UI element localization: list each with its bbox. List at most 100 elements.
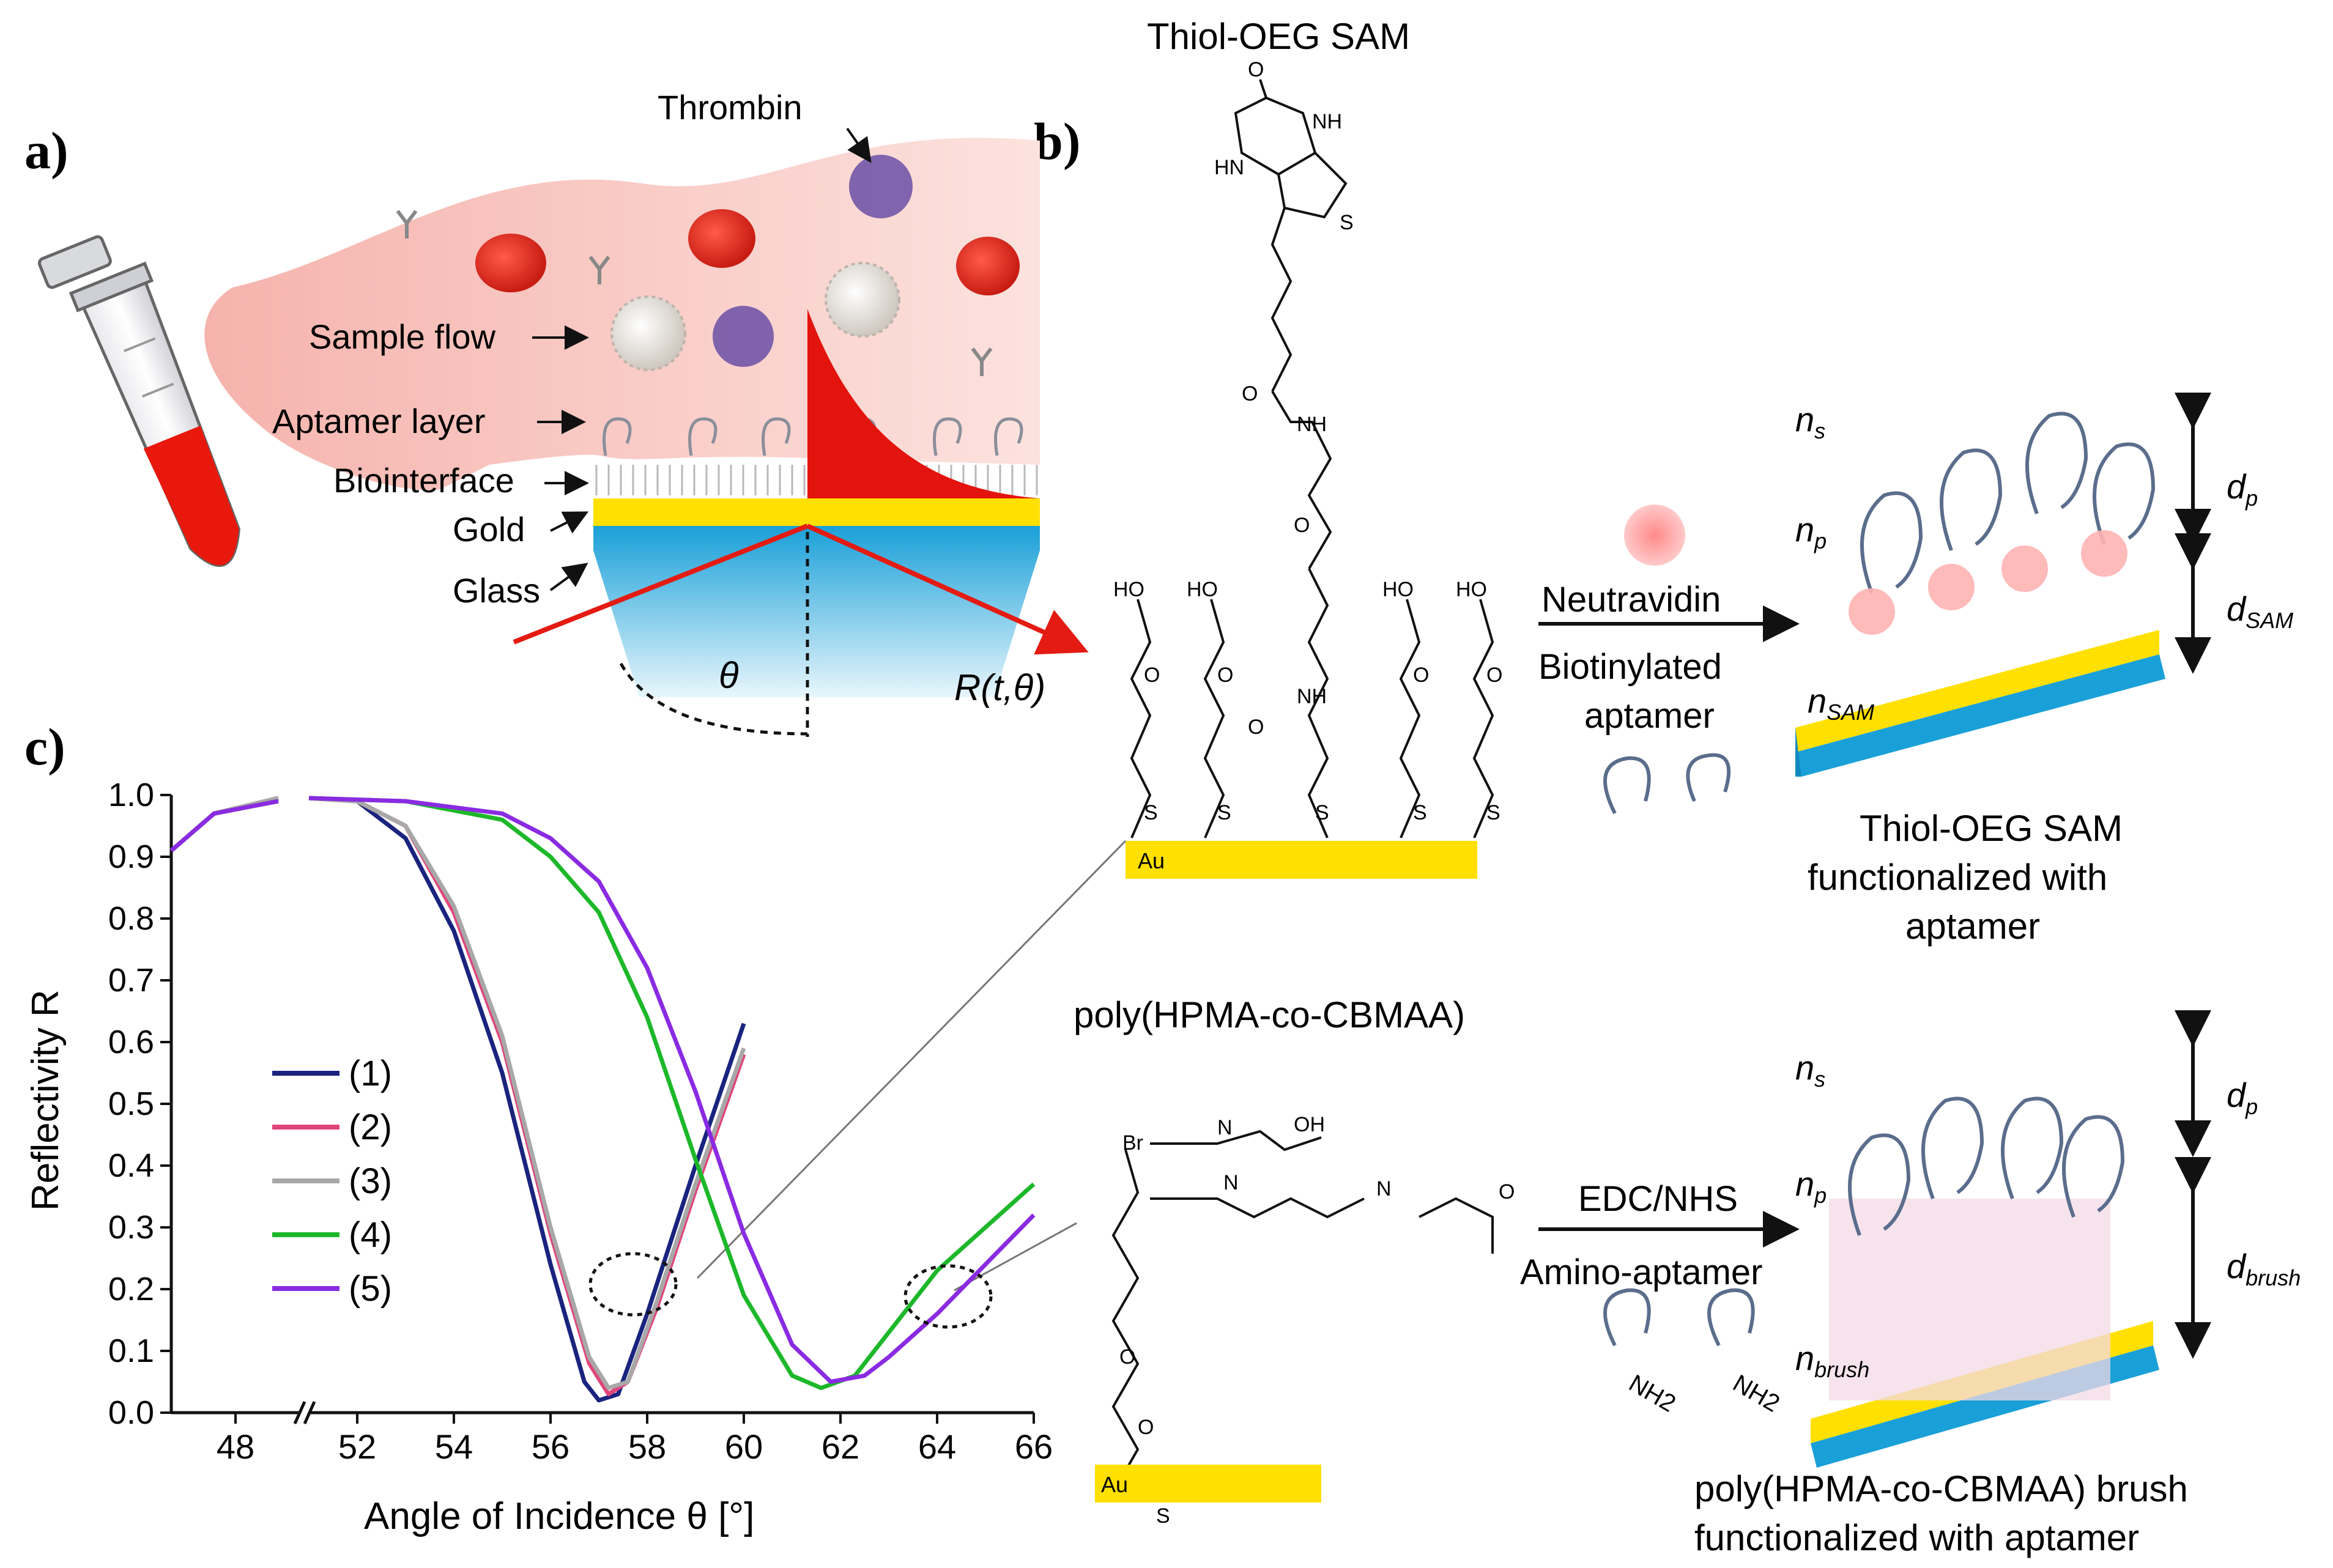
x-tick-label: 58	[628, 1427, 666, 1466]
reflected-light-ray	[806, 523, 1089, 655]
series-line-3	[169, 796, 746, 1391]
thrombin-molecule	[849, 155, 913, 218]
thiol-oeg-sam-title: Thiol-OEG SAM	[1147, 16, 1410, 57]
brush-caption-line2: functionalized with aptamer	[1694, 1517, 2139, 1558]
y-tick-label: 0.0	[108, 1394, 154, 1431]
svg-text:O: O	[1119, 1345, 1135, 1369]
svg-text:S: S	[1144, 801, 1158, 824]
nh2-label-right: NH2	[1729, 1370, 1784, 1418]
legend-label: (2)	[349, 1108, 392, 1147]
polymer-atom-labels: Br N OH N N O O O S	[1119, 1113, 1515, 1528]
y-tick-label: 0.4	[108, 1147, 154, 1184]
biotinylated-aptamer-icon	[1603, 753, 1731, 815]
zoom-line-top	[696, 840, 1127, 1279]
svg-text:S: S	[1315, 801, 1329, 824]
white-blood-cell	[610, 295, 686, 371]
structure-atom-labels: O NH HN S O NH O NH O HO HO HO HO O O O …	[1113, 58, 1502, 824]
svg-text:O: O	[1248, 716, 1264, 739]
neutravidin-label: Neutravidin	[1541, 580, 1721, 619]
y-tick-label: 0.5	[108, 1085, 154, 1122]
biotinylated-label: Biotinylated	[1538, 647, 1722, 687]
svg-text:NH: NH	[1312, 110, 1342, 133]
y-tick-label: 0.3	[108, 1209, 154, 1246]
svg-text:S: S	[1340, 211, 1354, 234]
polymer-brush-structure	[1111, 1130, 1494, 1493]
antibody-icon	[588, 256, 610, 284]
svg-text:O: O	[1413, 664, 1429, 687]
x-tick-label: 60	[725, 1427, 763, 1466]
sam-parameter-labels: ns np nSAM dp dSAM	[1795, 400, 2293, 725]
svg-text:ns: ns	[1795, 400, 1825, 443]
svg-text:S: S	[1156, 1504, 1170, 1528]
y-tick-label: 0.9	[108, 838, 154, 875]
svg-text:NH: NH	[1297, 413, 1327, 436]
x-tick-label: 64	[918, 1427, 956, 1466]
chart-legend: (1)(2)(3)(4)(5)	[272, 1054, 392, 1309]
svg-text:ns: ns	[1795, 1048, 1825, 1092]
evanescent-field	[807, 309, 1040, 498]
brush-caption-line1: poly(HPMA-co-CBMAA) brush	[1694, 1468, 2188, 1509]
sam-caption-line2: functionalized with	[1808, 857, 2107, 898]
svg-text:O: O	[1486, 664, 1502, 687]
white-blood-cell	[825, 262, 900, 338]
legend-label: (3)	[349, 1161, 392, 1201]
svg-text:O: O	[1294, 514, 1310, 537]
gold-layer	[593, 498, 1040, 526]
axis-break-mark	[293, 1400, 306, 1425]
svg-text:HO: HO	[1187, 578, 1218, 601]
svg-text:HO: HO	[1382, 578, 1414, 601]
glass-label: Glass	[453, 571, 540, 610]
theta-label: θ	[719, 655, 739, 696]
panel-label-a: a)	[24, 121, 69, 180]
sam-caption-line1: Thiol-OEG SAM	[1860, 808, 2123, 849]
reflectivity-label: R(t,θ)	[954, 667, 1045, 708]
panel-label-b: b)	[1034, 112, 1080, 171]
y-tick-label: 0.1	[108, 1333, 154, 1369]
svg-text:HO: HO	[1456, 578, 1487, 601]
brush-aptamer-schematic	[1811, 1096, 2159, 1468]
svg-text:HN: HN	[1214, 156, 1244, 179]
svg-text:dp: dp	[2227, 467, 2258, 511]
svg-text:OH: OH	[1294, 1113, 1325, 1136]
aptamer-layer-label: Aptamer layer	[272, 402, 486, 440]
gold-substrate-bottom	[1095, 1465, 1321, 1503]
svg-text:Br: Br	[1122, 1131, 1143, 1155]
gold-substrate-top	[1126, 841, 1477, 879]
zoom-circle-left	[588, 1252, 678, 1317]
au-label-top: Au	[1138, 848, 1165, 873]
sam-caption-line3: aptamer	[1905, 906, 2040, 947]
svg-text:N: N	[1376, 1177, 1392, 1200]
sam-aptamer-schematic	[1795, 412, 2165, 777]
edc-nhs-label: EDC/NHS	[1578, 1179, 1738, 1219]
panel-a-illustration: Thrombin Sample flow Aptamer layer Bioin…	[37, 88, 1089, 737]
aptamer-reagent-label: aptamer	[1584, 696, 1715, 736]
svg-text:O: O	[1499, 1180, 1515, 1204]
thrombin-label: Thrombin	[658, 88, 803, 127]
svg-text:NH: NH	[1297, 685, 1327, 708]
thiol-oeg-structure	[1130, 79, 1494, 838]
au-label-bottom: Au	[1101, 1472, 1128, 1497]
svg-text:np: np	[1795, 510, 1827, 553]
neutravidin-icon	[1624, 505, 1685, 566]
svg-text:O: O	[1248, 58, 1264, 81]
x-tick-label: 66	[1015, 1427, 1053, 1466]
svg-text:HO: HO	[1113, 578, 1144, 601]
svg-text:S: S	[1413, 801, 1427, 824]
svg-text:S: S	[1217, 801, 1231, 824]
series-line-5	[169, 796, 1036, 1384]
amino-aptamer-icon	[1603, 1288, 1755, 1347]
incident-light-ray	[513, 523, 809, 645]
y-tick-label: 0.2	[108, 1271, 154, 1307]
svg-text:np: np	[1795, 1164, 1827, 1208]
antibody-icon	[971, 347, 993, 376]
x-tick-label: 48	[217, 1427, 254, 1466]
svg-text:O: O	[1138, 1416, 1154, 1439]
x-tick-label: 54	[435, 1427, 473, 1466]
panel-label-c: c)	[24, 717, 65, 776]
brush-parameter-labels: ns np nbrush dp dbrush	[1795, 1048, 2301, 1382]
polymer-brush-title: poly(HPMA-co-CBMAA)	[1074, 994, 1465, 1035]
red-blood-cell	[688, 209, 755, 268]
legend-label: (4)	[349, 1215, 392, 1255]
panel-b: Thiol-OEG SAM O NH HN S O NH O NH	[696, 16, 2301, 1558]
